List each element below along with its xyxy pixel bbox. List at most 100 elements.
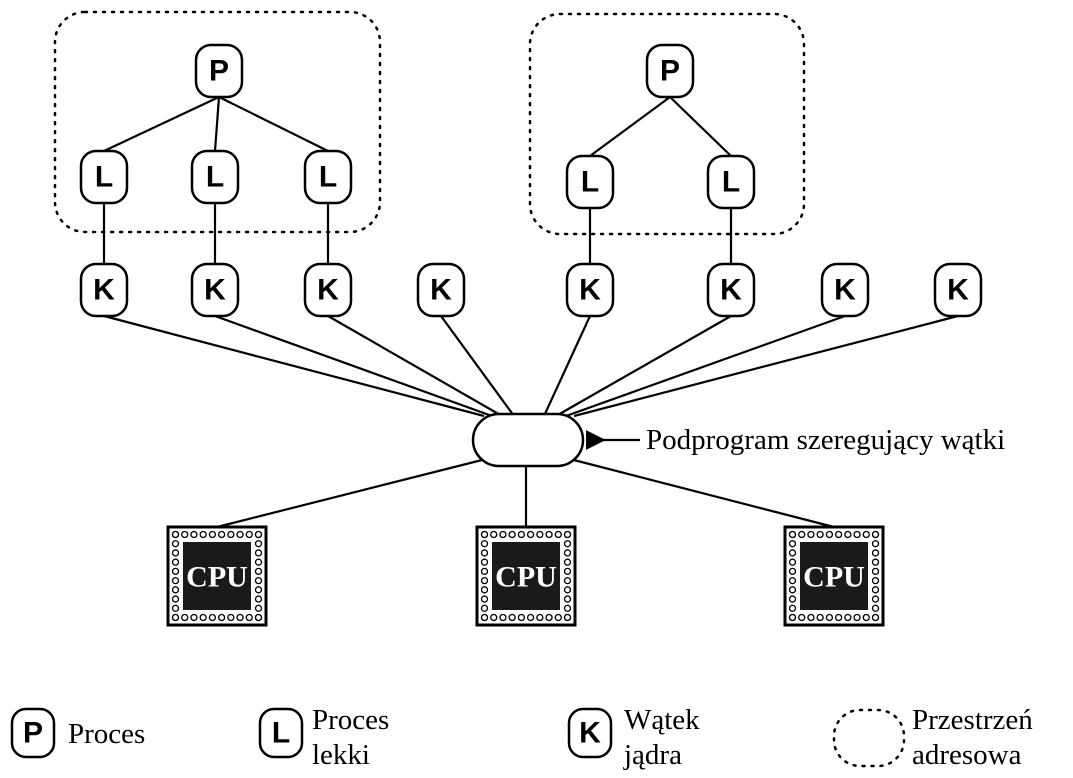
edge-p2-l4 — [589, 96, 671, 157]
cpu-pins — [788, 530, 880, 622]
cpu-pin — [862, 613, 870, 622]
cpu-pin — [480, 540, 489, 548]
cpu-pin — [816, 530, 824, 539]
edge-p1-l2 — [213, 96, 221, 152]
light-process-node-label: L — [95, 161, 113, 194]
cpu-pin — [871, 558, 880, 566]
cpu-pin — [825, 530, 834, 539]
legend-address-space-line1: Przestrzeń — [912, 704, 1033, 736]
light-process-node: L — [303, 149, 353, 205]
cpu-pin — [171, 586, 180, 594]
cpu-pin — [853, 530, 861, 539]
cpu-pin — [181, 530, 189, 539]
cpu-pin — [563, 558, 572, 566]
cpu-pin — [171, 549, 180, 557]
scheduler-node — [471, 412, 585, 468]
edge-k8-sch — [573, 314, 959, 418]
cpu-pin — [563, 586, 572, 594]
cpu-label: CPU — [495, 561, 557, 594]
edge-k7-sch — [565, 314, 846, 418]
cpu-pin — [480, 604, 489, 612]
cpu-pin — [554, 530, 562, 539]
cpu-pin — [254, 530, 263, 539]
kernel-thread-node: K — [820, 262, 870, 318]
cpu-pin — [798, 530, 806, 539]
cpu-pin — [825, 613, 834, 622]
cpu-pins — [171, 530, 263, 622]
kernel-thread-node-label: K — [579, 274, 601, 307]
cpu-pin — [480, 558, 489, 566]
edge-p2-l5 — [669, 96, 732, 157]
legend-process-text: Proces — [68, 718, 145, 750]
cpu-pin — [254, 586, 263, 594]
cpu-pin — [499, 613, 507, 622]
edge-k6-sch — [555, 315, 732, 417]
cpu-pin — [190, 613, 198, 622]
legend-kernel-thread: K Wątek jądra — [567, 704, 700, 771]
kernel-thread-node: K — [706, 262, 756, 318]
edges — [102, 96, 959, 529]
cpu-chip: CPU — [475, 525, 577, 627]
cpu-pin — [217, 530, 226, 539]
cpu-pin — [536, 613, 544, 622]
scheduler-label: Podprogram szeregujący wątki — [646, 424, 1005, 456]
kernel-thread-node: K — [190, 262, 240, 318]
cpu-pin — [171, 595, 180, 603]
kernel-thread-node: K — [303, 262, 353, 318]
light-process-node: L — [190, 149, 240, 205]
cpu-pin — [834, 613, 843, 622]
cpu-pin — [199, 530, 207, 539]
cpu-pin — [508, 613, 516, 622]
cpu-pin — [480, 595, 489, 603]
kernel-thread-node-label: K — [834, 274, 856, 307]
cpu-pin — [807, 613, 815, 622]
cpu-pin — [254, 558, 263, 566]
legend-light-process-line2: lekki — [312, 739, 370, 771]
cpu-pin — [245, 613, 253, 622]
cpu-pin — [171, 613, 180, 622]
cpu-pin — [536, 530, 544, 539]
cpu-pin — [480, 576, 489, 585]
cpu-pin — [788, 595, 797, 603]
cpu-pin — [236, 530, 244, 539]
cpu-pin — [480, 549, 489, 557]
cpu-pin — [227, 530, 235, 539]
edge-sch-cpu3 — [565, 456, 835, 529]
cpu-pin — [254, 540, 263, 548]
cpu-pin — [563, 530, 572, 539]
legend-process: P Proces — [10, 707, 145, 759]
light-process-node-label: L — [581, 166, 599, 199]
cpu-pin — [788, 613, 797, 622]
kernel-thread-node: K — [933, 262, 983, 318]
cpu-pin — [788, 558, 797, 566]
cpu-pin — [853, 613, 861, 622]
light-process-node: L — [79, 149, 129, 205]
edge-k4-sch — [440, 315, 515, 417]
edge-k5-sch — [543, 315, 591, 417]
cpu-pin — [245, 530, 253, 539]
cpu-pin — [208, 530, 217, 539]
cpu-label: CPU — [803, 561, 865, 594]
legend-address-space-line2: adresowa — [912, 739, 1022, 771]
cpu-pin — [554, 613, 562, 622]
cpu-pin — [871, 576, 880, 585]
cpu-pin — [171, 576, 180, 585]
cpu-pin — [788, 604, 797, 612]
light-process-node-label: L — [206, 161, 224, 194]
cpu-pin — [788, 530, 797, 539]
cpu-pin — [508, 530, 516, 539]
cpu-pin — [181, 613, 189, 622]
light-process-node: L — [565, 154, 615, 210]
cpu-pin — [871, 595, 880, 603]
cpu-pin — [236, 613, 244, 622]
cpu-pin — [563, 576, 572, 585]
kernel-thread-node-label: K — [93, 274, 115, 307]
cpu-pin — [190, 530, 198, 539]
cpu-pin — [490, 530, 498, 539]
cpu-pin — [871, 604, 880, 612]
legend-kernel-thread-symbol: K — [579, 717, 601, 750]
cpu-pin — [254, 549, 263, 557]
cpu-pin — [834, 530, 843, 539]
cpu-pin — [217, 613, 226, 622]
